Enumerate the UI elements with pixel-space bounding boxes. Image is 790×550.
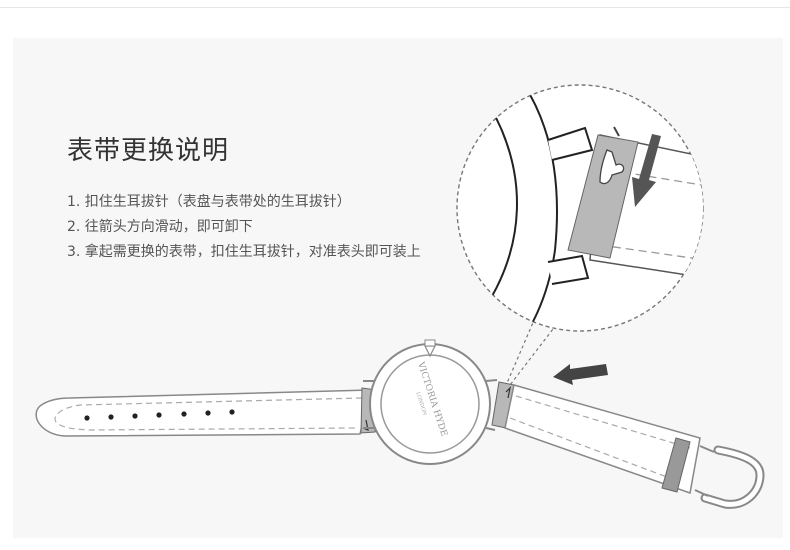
watch: VICTORIA HYDE LONDON [35,339,765,509]
right-strap [504,384,701,494]
down-arrow-icon [632,134,661,207]
strap-holes [84,409,235,421]
zoom-callout [456,84,704,332]
step-1: 1. 扣住生耳拔针（表盘与表带处的生耳拔针） [67,194,351,210]
step-2: 2. 往箭头方向滑动，即可卸下 [67,219,253,235]
callout-connector [506,317,561,386]
page-title: 表带更换说明 [67,136,230,166]
step-3: 3. 拿起需更换的表带，扣住生耳拔针，对准表头即可装上 [67,244,421,260]
top-divider [0,7,790,8]
instruction-list: 1. 扣住生耳拔针（表盘与表带处的生耳拔针） 2. 往箭头方向滑动，即可卸下 3… [67,190,421,265]
left-arrow-icon [553,364,608,385]
left-strap [35,389,371,437]
